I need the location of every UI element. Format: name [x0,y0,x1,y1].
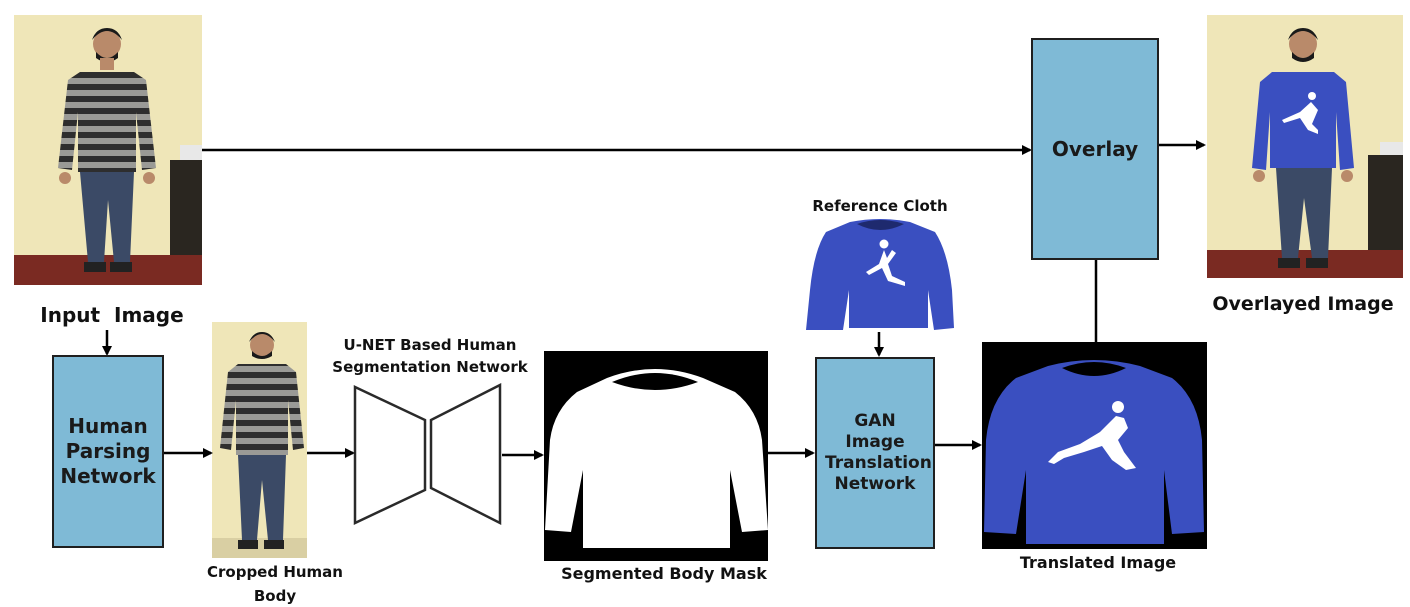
translated-image [982,342,1207,549]
segmented-mask-image [544,351,768,561]
segmented-mask-label: Segmented Body Mask [561,564,767,583]
overlayed-image-label: Overlayed Image [1212,293,1394,315]
overlay-label: Overlay [1051,136,1139,161]
unet-hourglass-icon [353,382,502,526]
reference-cloth-label: Reference Cloth [812,197,948,215]
gan-label: GAN Image Translation Network [825,410,932,495]
reference-cloth-image [806,219,954,330]
overlay-box: Overlay [1031,38,1159,260]
cropped-body-photo [212,322,307,558]
gan-box: GAN Image Translation Network [815,357,935,549]
cropped-body-label-line1: Cropped Human [207,563,343,581]
translated-image-label: Translated Image [1019,553,1177,572]
input-image-label: Input Image [40,303,184,327]
unet-label-line1: U-NET Based Human [343,336,517,354]
cropped-body-label-line2: Body [253,587,297,605]
human-parsing-label: Human Parsing Network [60,414,156,488]
human-parsing-box: Human Parsing Network [52,355,164,548]
unet-label-line2: Segmentation Network [332,358,528,376]
overlayed-image-photo [1207,15,1403,278]
input-image-photo [14,15,202,285]
